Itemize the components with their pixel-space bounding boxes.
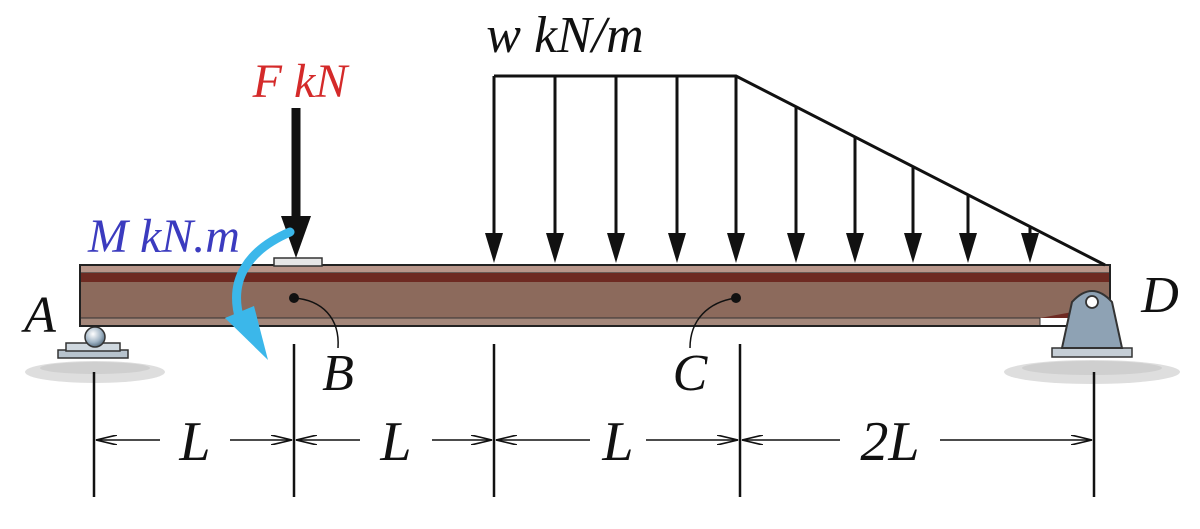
- dimension-label-3: L: [601, 411, 633, 473]
- load-arrow: [787, 106, 805, 263]
- moment-label: M kN.m: [87, 210, 240, 263]
- dimension-label-2: L: [379, 411, 411, 473]
- ground-d: [1004, 360, 1180, 384]
- point-b-label: B: [322, 345, 354, 402]
- point-force-label: F kN: [252, 55, 351, 108]
- point-c-marker: [689, 293, 741, 349]
- distributed-load-label: w kN/m: [486, 7, 643, 64]
- load-arrow: [727, 76, 745, 263]
- bearing-plate: [273, 257, 323, 267]
- point-force-arrow: [281, 108, 311, 258]
- distributed-load-arrows: [485, 76, 1039, 263]
- curved-moment-arrow-icon: [225, 227, 295, 360]
- dimension-label-1: L: [178, 411, 210, 473]
- load-arrow: [846, 136, 864, 263]
- point-c-label: C: [673, 345, 709, 402]
- dimension-label-4: 2L: [860, 411, 919, 473]
- roller-support-icon: [57, 326, 129, 359]
- point-a-label: A: [21, 287, 56, 344]
- pin-support-icon: [1051, 290, 1133, 358]
- load-arrow: [546, 76, 564, 263]
- load-arrow: [959, 194, 977, 263]
- dimension-ticks: [92, 344, 1096, 497]
- load-arrow: [668, 76, 686, 263]
- load-arrow: [1021, 226, 1039, 263]
- point-b-marker: [289, 293, 339, 349]
- load-arrow: [607, 76, 625, 263]
- load-arrow: [904, 166, 922, 263]
- point-d-label: D: [1140, 267, 1179, 324]
- load-arrow: [485, 76, 503, 263]
